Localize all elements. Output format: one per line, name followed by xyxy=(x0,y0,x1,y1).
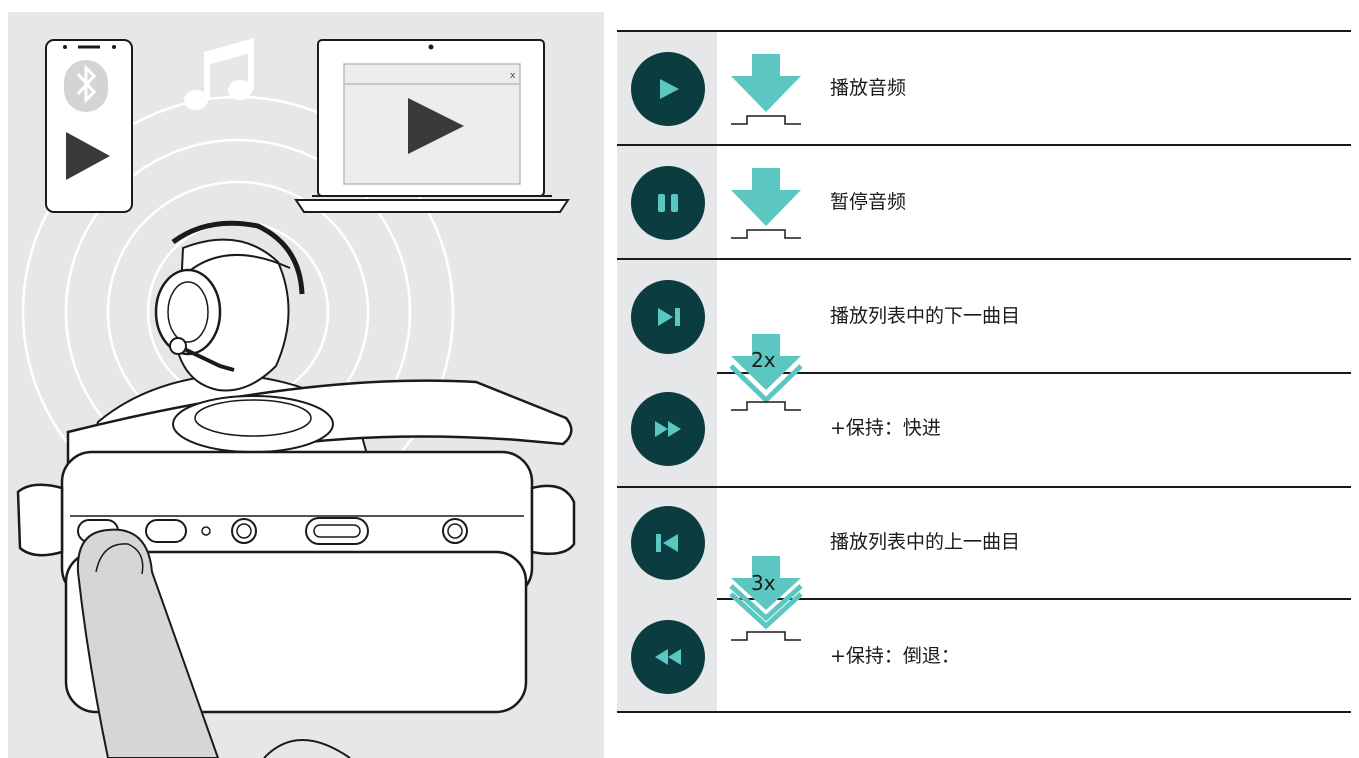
single-press-icon xyxy=(731,54,801,125)
action-label-fast-forward: +保持：快进 xyxy=(830,417,941,439)
double-press-count: 2x xyxy=(751,348,776,372)
next-track-button-icon xyxy=(631,280,705,354)
laptop-window-close-icon: x xyxy=(510,71,516,81)
action-label-rewind: +保持：倒退： xyxy=(830,645,960,667)
row-divider xyxy=(617,144,1351,146)
pause-button-icon xyxy=(631,166,705,240)
play-button-icon xyxy=(631,52,705,126)
row-divider xyxy=(617,486,1351,488)
row-divider xyxy=(717,598,1351,600)
row-divider xyxy=(617,258,1351,260)
music-note-icon xyxy=(184,38,254,110)
rewind-button-icon xyxy=(631,620,705,694)
action-label-previous-track: 播放列表中的上一曲目 xyxy=(830,531,1021,553)
button-column xyxy=(617,30,717,713)
row-divider xyxy=(717,372,1351,374)
single-press-icon xyxy=(731,168,801,239)
previous-track-button-icon xyxy=(631,506,705,580)
finger-pressing-icon xyxy=(76,528,351,758)
laptop-play-icon: x xyxy=(294,39,570,213)
smartphone-bluetooth-icon xyxy=(45,39,133,213)
triple-press-count: 3x xyxy=(751,571,776,595)
action-label-pause: 暂停音频 xyxy=(830,191,907,213)
illustration-panel: x xyxy=(8,12,604,758)
triple-press-icon xyxy=(729,556,803,641)
double-press-icon xyxy=(729,334,803,411)
fast-forward-button-icon xyxy=(631,392,705,466)
row-divider xyxy=(617,711,1351,713)
controls-table: 播放音频 暂停音频 播放列表中的下一曲目 +保持：快进 2x xyxy=(617,30,1351,713)
row-divider xyxy=(617,30,1351,32)
action-label-play: 播放音频 xyxy=(830,77,907,99)
action-label-next-track: 播放列表中的下一曲目 xyxy=(830,305,1021,327)
